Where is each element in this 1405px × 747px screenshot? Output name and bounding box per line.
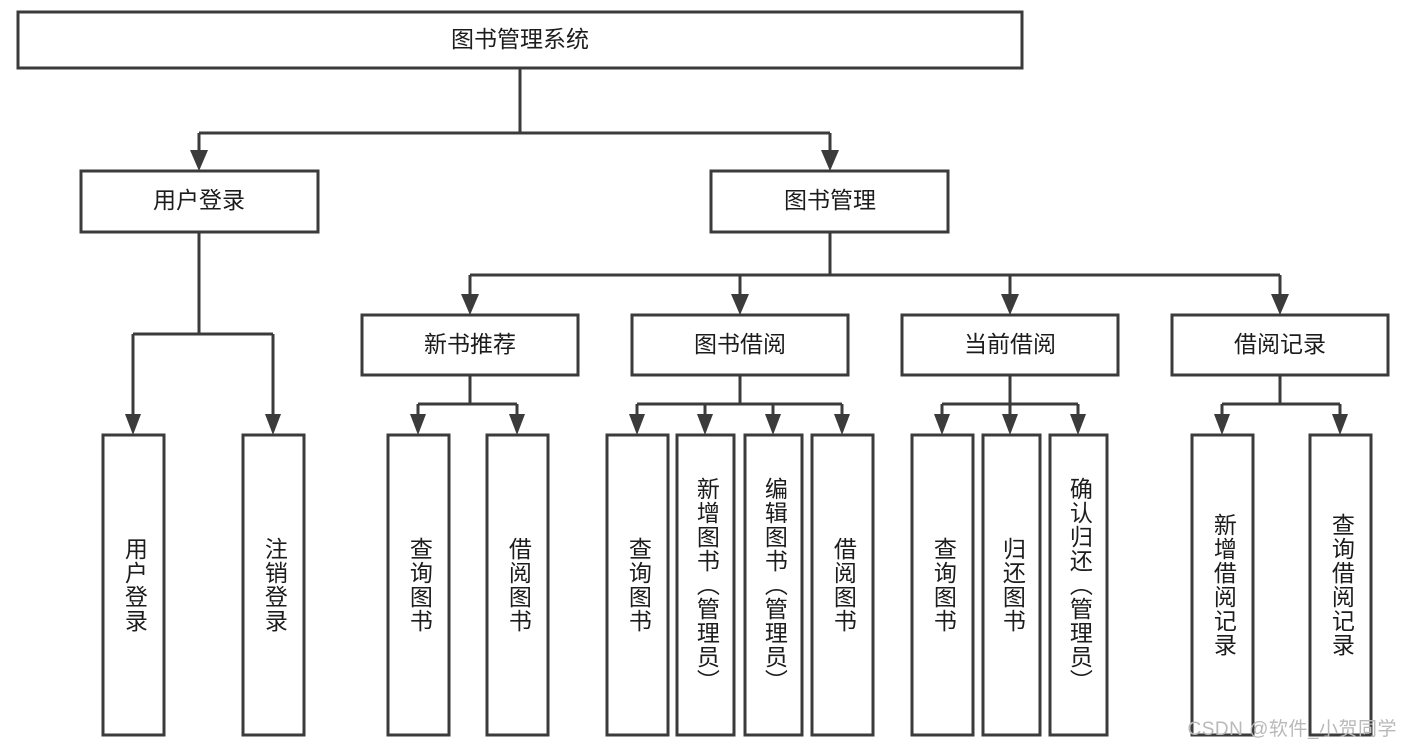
node-book-manage-box[interactable] <box>709 169 950 234</box>
arrowhead-nbr-leaf2 <box>509 414 525 435</box>
arrowhead-cb-leaf2 <box>1002 414 1018 435</box>
node-user-login-label: 用户登录 <box>153 187 245 213</box>
connector-group-borrow-record <box>1214 375 1348 435</box>
arrowhead-bb-leaf1 <box>629 414 645 435</box>
node-root[interactable]: 图书管理系统 <box>16 10 1024 70</box>
leaf-box-borrow-book-2[interactable] <box>810 433 875 737</box>
leaf-box-add-book[interactable] <box>675 433 736 737</box>
node-current-borrow-label: 当前借阅 <box>964 331 1056 357</box>
arrowhead-bb-leaf4 <box>834 414 850 435</box>
connector-group-user-login <box>125 232 281 435</box>
leaf-box-query-book-2[interactable] <box>605 433 670 737</box>
connector-group-new-book-rec <box>410 375 525 435</box>
connector-group-root <box>190 68 839 171</box>
arrowhead-bm-to-currentborrow <box>1001 294 1019 315</box>
node-new-book-rec-box[interactable] <box>360 313 580 377</box>
node-new-book-rec-label: 新书推荐 <box>424 331 516 357</box>
arrowhead-bb-leaf3 <box>765 414 781 435</box>
arrowhead-bm-to-bookborrow <box>731 294 749 315</box>
arrowhead-cb-leaf1 <box>934 414 950 435</box>
leaf-box-confirm-return[interactable] <box>1048 433 1109 737</box>
arrowhead-cb-leaf3 <box>1070 414 1086 435</box>
leaf-box-user-login[interactable] <box>101 433 166 737</box>
leaf-box-borrow-book-1[interactable] <box>485 433 550 737</box>
arrowhead-root-to-user-login <box>190 150 208 171</box>
node-borrow-record-label: 借阅记录 <box>1234 331 1326 357</box>
node-root-box[interactable] <box>16 10 1024 70</box>
arrowhead-nbr-leaf1 <box>410 414 426 435</box>
connector-group-book-manage <box>461 232 1289 315</box>
arrowhead-user-login-leaf2 <box>265 414 281 435</box>
node-user-login-box[interactable] <box>79 169 320 234</box>
connector-group-current-borrow <box>934 375 1086 435</box>
arrowhead-root-to-book-manage <box>821 150 839 171</box>
node-borrow-record-box[interactable] <box>1170 313 1390 377</box>
arrowhead-br-leaf2 <box>1332 414 1348 435</box>
node-current-borrow[interactable]: 当前借阅 <box>900 313 1120 377</box>
node-book-borrow[interactable]: 图书借阅 <box>630 313 850 377</box>
node-book-borrow-label: 图书借阅 <box>694 331 786 357</box>
node-new-book-rec[interactable]: 新书推荐 <box>360 313 580 377</box>
arrowhead-user-login-leaf1 <box>125 414 141 435</box>
node-book-borrow-box[interactable] <box>630 313 850 377</box>
leaf-box-edit-book[interactable] <box>743 433 804 737</box>
connector-group-book-borrow <box>629 375 850 435</box>
node-book-manage-label: 图书管理 <box>784 187 876 213</box>
node-root-label: 图书管理系统 <box>451 26 589 52</box>
leaf-box-query-book-1[interactable] <box>386 433 451 737</box>
arrowhead-br-leaf1 <box>1214 414 1230 435</box>
node-user-login[interactable]: 用户登录 <box>79 169 320 234</box>
arrowhead-bm-to-newbook <box>461 294 479 315</box>
node-current-borrow-box[interactable] <box>900 313 1120 377</box>
node-book-manage[interactable]: 图书管理 <box>709 169 950 234</box>
watermark-text: CSDN @软件_小贺同学 <box>1187 719 1397 740</box>
arrowhead-bm-to-borrowrecord <box>1271 294 1289 315</box>
node-borrow-record[interactable]: 借阅记录 <box>1170 313 1390 377</box>
arrowhead-bb-leaf2 <box>697 414 713 435</box>
leaf-box-query-book-3[interactable] <box>910 433 975 737</box>
leaf-box-query-record[interactable] <box>1308 433 1373 737</box>
leaf-box-add-record[interactable] <box>1190 433 1255 737</box>
leaf-box-return-book[interactable] <box>981 433 1042 737</box>
leaf-box-logout[interactable] <box>241 433 306 737</box>
